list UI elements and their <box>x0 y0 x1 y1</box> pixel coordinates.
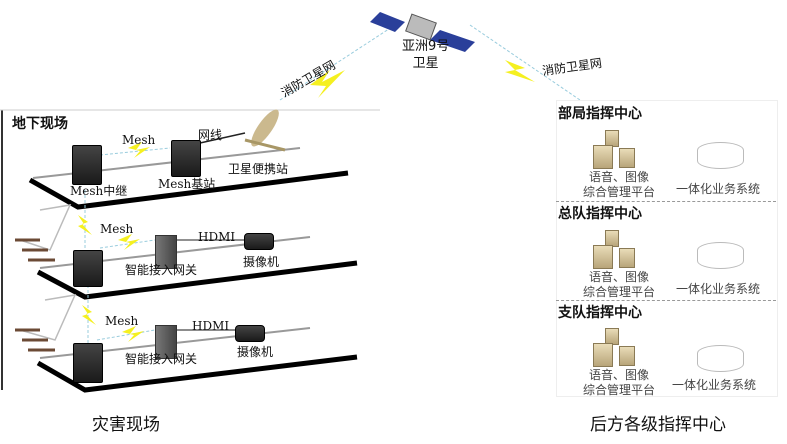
disaster-site-caption: 灾害现场 <box>92 415 160 435</box>
system-label: 一体化业务系统 <box>676 282 761 296</box>
server-icon <box>593 145 613 169</box>
satellite-icon <box>370 12 475 52</box>
section-title: 总队指挥中心 <box>558 206 642 222</box>
server-icon <box>593 245 613 269</box>
floor3-hdmi-label: HDMI <box>192 319 230 333</box>
section-title: 支队指挥中心 <box>558 305 642 321</box>
server-icon <box>619 248 635 268</box>
platform-label: 语音、图像综合管理平台 <box>583 368 656 397</box>
base-station-label: Mesh基站 <box>158 177 216 191</box>
satellite-station-icon <box>244 109 286 152</box>
section-title: 部局指挥中心 <box>558 106 642 122</box>
mesh-relay-device <box>73 250 103 287</box>
stair-steps <box>15 238 55 352</box>
ethernet-cable <box>199 132 246 144</box>
floor2 <box>36 260 358 300</box>
platform-label: 语音、图像综合管理平台 <box>583 270 656 299</box>
camera-icon <box>244 233 274 250</box>
gateway-device <box>155 325 177 359</box>
sat-station-label: 卫星便携站 <box>228 162 289 176</box>
mesh-relay-device <box>72 145 102 185</box>
system-label: 一体化业务系统 <box>676 182 761 196</box>
underground-title: 地下现场 <box>12 116 68 132</box>
system-label: 一体化业务系统 <box>672 378 757 392</box>
floor1 <box>28 170 349 210</box>
satellite-name: 亚洲9号 <box>402 39 450 54</box>
gateway-device <box>155 235 177 269</box>
mesh-base-station-device <box>171 140 201 177</box>
platform-label: 语音、图像综合管理平台 <box>583 170 656 199</box>
business-system-icon <box>697 242 744 269</box>
cable-label: 网线 <box>198 128 223 142</box>
floor3-mesh-label: Mesh <box>105 314 139 328</box>
floor3-gateway-label: 智能接入网关 <box>125 352 198 366</box>
floor3 <box>36 354 358 393</box>
floor2-hdmi-label: HDMI <box>198 230 236 244</box>
satellite-name-2: 卫星 <box>412 56 439 71</box>
floor3-camera-label: 摄像机 <box>237 345 274 359</box>
server-icon <box>593 343 613 367</box>
section-divider <box>556 300 776 301</box>
command-panel <box>556 100 778 397</box>
relay-label: Mesh中继 <box>70 184 128 198</box>
command-caption: 后方各级指挥中心 <box>590 415 726 435</box>
camera-icon <box>235 325 265 342</box>
business-system-icon <box>697 345 744 372</box>
server-icon <box>619 346 635 366</box>
satellite-label: 亚洲9号 卫星 <box>402 38 449 72</box>
floor2-camera-label: 摄像机 <box>243 255 280 269</box>
floor1-mesh-label: Mesh <box>122 133 156 147</box>
mesh-relay-device <box>73 343 103 383</box>
floor2-gateway-label: 智能接入网关 <box>125 263 198 277</box>
section-divider <box>556 201 776 202</box>
stairs-icon <box>19 204 77 341</box>
business-system-icon <box>697 142 744 169</box>
floor2-mesh-label: Mesh <box>100 222 134 236</box>
server-icon <box>619 148 635 168</box>
lightning-icons <box>78 60 535 342</box>
